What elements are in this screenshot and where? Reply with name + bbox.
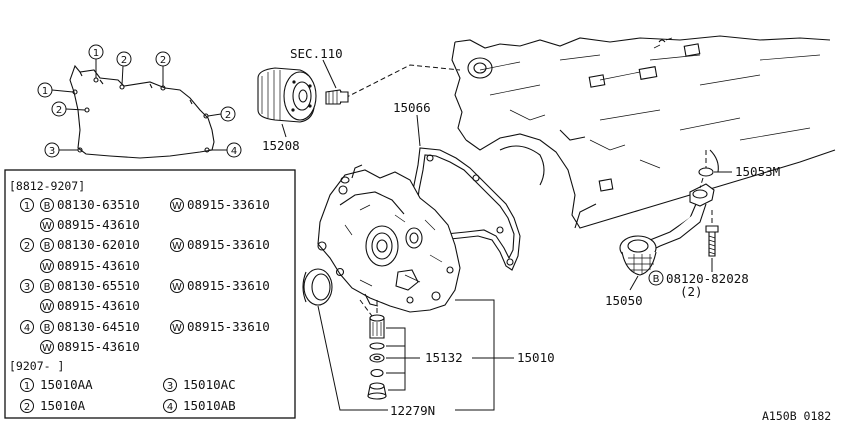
- label-15208: 15208: [262, 138, 300, 153]
- table-period-2: [9207- ]: [9, 359, 64, 373]
- row3-washer1-number: 08915-33610: [187, 278, 270, 293]
- filter-stud: [325, 89, 349, 105]
- row3-bolt-number: 08130-65510: [57, 278, 140, 293]
- strainer-gasket: [698, 167, 714, 177]
- label-15050: 15050: [605, 293, 643, 308]
- row2-washer1-marker: W: [172, 241, 182, 252]
- label-15132: 15132: [425, 350, 463, 365]
- front-oil-seal: [302, 268, 333, 306]
- engine-block: [451, 35, 836, 229]
- part2-4-index: 4: [167, 402, 173, 413]
- relief-valve-parts: [367, 314, 387, 400]
- row3-bolt-marker: B: [44, 282, 51, 293]
- callout-2-right: 2: [225, 110, 231, 121]
- part2-2-number: 15010A: [40, 398, 86, 413]
- row4-bolt-marker: B: [44, 323, 51, 334]
- bolt-b-marker: B: [653, 274, 660, 285]
- row2-bolt-marker: B: [44, 241, 51, 252]
- callout-3-left: 3: [49, 146, 55, 157]
- oil-filter: [257, 67, 317, 123]
- row2-washer2-number: 08915-43610: [57, 258, 140, 273]
- row3-washer2-number: 08915-43610: [57, 298, 140, 313]
- row4-washer1-marker: W: [172, 323, 182, 334]
- row2-washer1-number: 08915-33610: [187, 237, 270, 252]
- callout-markers: 1 2 2 1 2 2 3 4: [37, 44, 242, 158]
- label-15053m: 15053M: [735, 164, 780, 179]
- table-period-1: [8812-9207]: [9, 179, 85, 193]
- oil-pump-assembly: [317, 164, 461, 313]
- callout-2-top: 2: [121, 55, 127, 66]
- row1-bolt-marker: B: [44, 201, 51, 212]
- part2-3-index: 3: [167, 381, 173, 392]
- row2-washer2-marker: W: [42, 262, 52, 273]
- bolt-parts-table: [8812-9207] 1 B 08130-63510 W 08915-3361…: [4, 169, 296, 419]
- row3-index: 3: [24, 282, 30, 293]
- row4-washer1-number: 08915-33610: [187, 319, 270, 334]
- strainer-bolt: [705, 225, 719, 257]
- label-bolt-qty: (2): [680, 284, 703, 299]
- row1-index: 1: [24, 201, 30, 212]
- callout-1-left: 1: [42, 86, 48, 97]
- row4-washer2-number: 08915-43610: [57, 339, 140, 354]
- part2-2-index: 2: [24, 402, 30, 413]
- callout-1-top: 1: [93, 48, 99, 59]
- callout-2-left: 2: [56, 105, 62, 116]
- row1-washer2-number: 08915-43610: [57, 217, 140, 232]
- label-15010: 15010: [517, 350, 555, 365]
- part2-3-number: 15010AC: [183, 377, 236, 392]
- label-bolt-number: 08120-82028: [666, 271, 749, 286]
- pump-bolt-layout: [69, 64, 215, 159]
- label-15066: 15066: [393, 100, 431, 115]
- row2-bolt-number: 08130-62010: [57, 237, 140, 252]
- row4-bolt-number: 08130-64510: [57, 319, 140, 334]
- row4-index: 4: [24, 323, 30, 334]
- row2-index: 2: [24, 241, 30, 252]
- row1-washer1-number: 08915-33610: [187, 197, 270, 212]
- row1-bolt-number: 08130-63510: [57, 197, 140, 212]
- part2-4-number: 15010AB: [183, 398, 236, 413]
- row1-washer2-marker: W: [42, 221, 52, 232]
- row4-washer2-marker: W: [42, 343, 52, 354]
- label-sec-110: SEC.110: [290, 46, 343, 61]
- figure-code: A150B 0182: [762, 409, 831, 423]
- callout-4-right: 4: [231, 146, 237, 157]
- row3-washer2-marker: W: [42, 302, 52, 313]
- part2-1-number: 15010AA: [40, 377, 93, 392]
- oil-strainer: [619, 183, 715, 276]
- row3-washer1-marker: W: [172, 282, 182, 293]
- label-12279n: 12279N: [390, 403, 435, 418]
- part2-1-index: 1: [24, 381, 30, 392]
- row1-washer1-marker: W: [172, 201, 182, 212]
- callout-2-top-right: 2: [160, 55, 166, 66]
